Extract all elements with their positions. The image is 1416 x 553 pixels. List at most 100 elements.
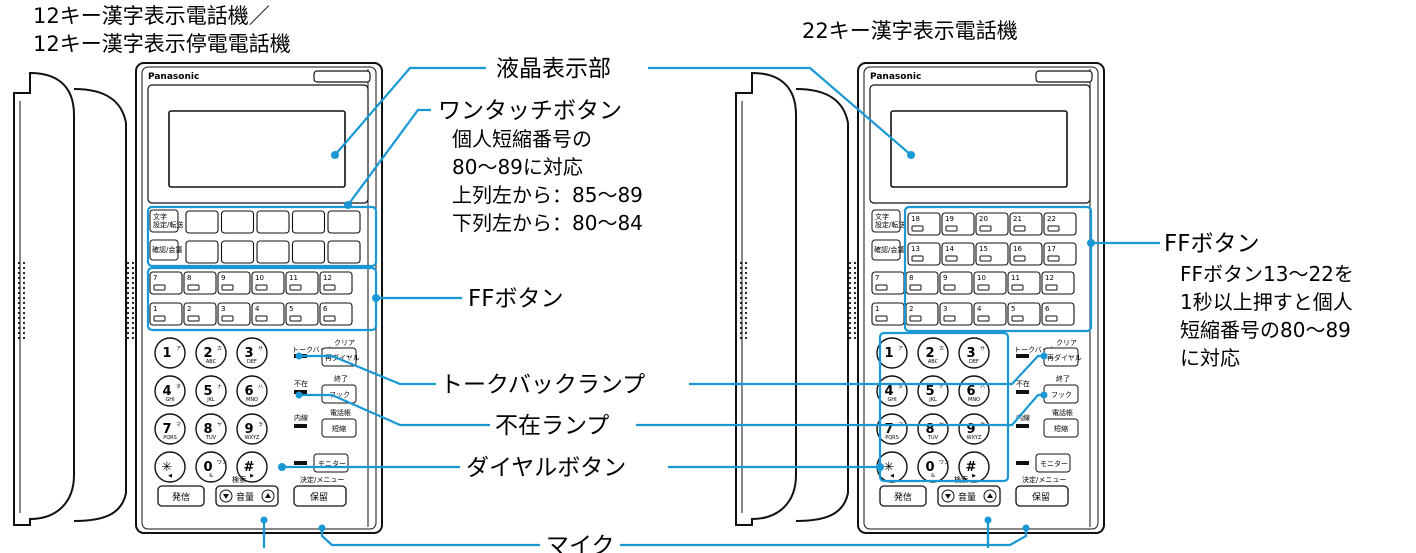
search-label: 検索: [232, 475, 246, 484]
volume-label: 音量: [958, 491, 976, 503]
ff-key-13[interactable]: 13: [907, 242, 941, 266]
volume-button[interactable]: [215, 485, 279, 507]
ff-key-9[interactable]: 9: [939, 271, 973, 295]
ff-key-3[interactable]: 3: [217, 302, 251, 326]
label-mic: マイク: [546, 533, 615, 553]
ff-key-11[interactable]: 11: [1007, 271, 1041, 295]
ff-key-8[interactable]: 8: [183, 271, 217, 295]
send-button[interactable]: [157, 485, 205, 507]
fn-key-confirm[interactable]: [149, 239, 179, 261]
ff-key-10[interactable]: 10: [251, 271, 285, 295]
one-touch-key[interactable]: [220, 210, 255, 234]
one-touch-key[interactable]: [220, 240, 255, 264]
one-touch-key[interactable]: [327, 240, 361, 264]
highlight-one-touch-left: [146, 205, 378, 268]
ff-key-8[interactable]: 8: [905, 271, 939, 295]
ff-key-12[interactable]: 12: [319, 271, 353, 295]
dial-key-sub: JKL: [928, 397, 937, 403]
ff-key-6[interactable]: 6: [1041, 302, 1075, 326]
ff-key-21[interactable]: 21: [1009, 212, 1043, 236]
ff-key-1[interactable]: 1: [871, 302, 905, 326]
dial-key-kana: タ: [898, 383, 903, 390]
dial-key-hash[interactable]: #▶: [236, 451, 268, 483]
ff-key-18[interactable]: 18: [907, 212, 941, 236]
one-touch-key[interactable]: [185, 210, 219, 234]
ff-key-5[interactable]: 5: [1007, 302, 1041, 326]
ff-key-2[interactable]: 2: [183, 302, 217, 326]
ff-key-6[interactable]: 6: [319, 302, 353, 326]
ff-key-11[interactable]: 11: [285, 271, 319, 295]
dial-key-digit: 7: [884, 422, 893, 437]
ff-key-20[interactable]: 20: [975, 212, 1009, 236]
fn-key-text-setting[interactable]: [149, 209, 179, 233]
hold-button[interactable]: [293, 485, 347, 507]
ff-key-4[interactable]: 4: [973, 302, 1007, 326]
speed-dial-label: 短縮: [1054, 424, 1068, 433]
ff-key-14[interactable]: 14: [941, 242, 975, 266]
ff-key-4[interactable]: 4: [251, 302, 285, 326]
send-button[interactable]: [879, 485, 927, 507]
dial-key-digit: 9: [966, 422, 975, 437]
callout-dots: [260, 151, 1095, 532]
speed-dial-button[interactable]: [321, 418, 357, 438]
ff-key-9[interactable]: 9: [217, 271, 251, 295]
one-touch-key[interactable]: [256, 240, 290, 264]
hold-button[interactable]: [1015, 485, 1069, 507]
ff-key-1[interactable]: 1: [149, 302, 183, 326]
speed-dial-button[interactable]: [1043, 418, 1079, 438]
ff-key-19[interactable]: 19: [941, 212, 975, 236]
ff-key-7[interactable]: 7: [871, 271, 905, 295]
ff-key-15[interactable]: 15: [975, 242, 1009, 266]
fn-key-confirm[interactable]: [871, 239, 901, 261]
ff-key-2[interactable]: 2: [905, 302, 939, 326]
label-talkback-lamp: トークバックランプ: [440, 372, 645, 398]
monitor-button[interactable]: [1035, 453, 1071, 473]
ff-key-20-label: 20: [979, 215, 988, 223]
ff-key-16[interactable]: 16: [1009, 242, 1043, 266]
speaker-grille: [739, 261, 748, 340]
dial-key-digit: 0: [203, 460, 212, 475]
one-touch-key[interactable]: [291, 210, 326, 234]
ff-key-12-label: 12: [323, 274, 332, 282]
ff-key-12[interactable]: 12: [1041, 271, 1075, 295]
ff-key-16-label: 16: [1013, 245, 1022, 253]
one-touch-key[interactable]: [256, 210, 290, 234]
ff-key-3[interactable]: 3: [939, 302, 973, 326]
volume-button[interactable]: [937, 485, 1001, 507]
dial-key-sub: TUV: [927, 435, 939, 441]
ff-key-5[interactable]: 5: [285, 302, 319, 326]
one-touch-key[interactable]: [327, 210, 361, 234]
phone-body-inner: [863, 66, 1099, 530]
dial-key-star[interactable]: ✳◀: [154, 451, 186, 483]
fn-key-text-setting[interactable]: [871, 209, 901, 233]
top-slot: [313, 70, 371, 83]
one-touch-key[interactable]: [291, 240, 326, 264]
ff-key-22[interactable]: 22: [1043, 212, 1077, 236]
ff-key-17[interactable]: 17: [1043, 242, 1077, 266]
ff-key-10[interactable]: 10: [973, 271, 1007, 295]
dial-key-kana: ヤ: [217, 422, 222, 428]
one-touch-key[interactable]: [185, 240, 219, 264]
end-label: 終了: [334, 374, 348, 383]
ff-key-7[interactable]: 7: [149, 271, 183, 295]
